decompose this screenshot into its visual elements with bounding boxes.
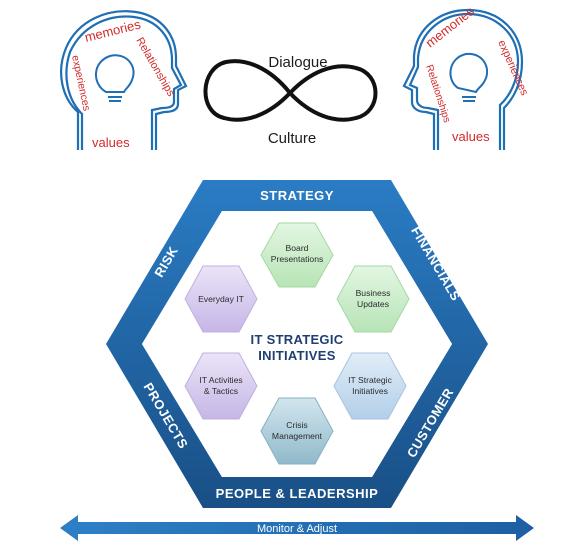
right-memories-label: memories bbox=[423, 3, 478, 50]
left-experiences-label: experiences bbox=[69, 54, 93, 112]
hex-board-presentations-shape bbox=[260, 222, 334, 288]
left-head-outline-inner bbox=[65, 15, 183, 150]
hex-crisis-management-line1: Crisis bbox=[286, 420, 307, 430]
left-lightbulb-icon bbox=[95, 54, 135, 102]
edge-label-strategy: STRATEGY bbox=[260, 188, 334, 203]
monitor-adjust-arrow: Monitor & Adjust bbox=[60, 515, 534, 541]
hex-crisis-management-shape bbox=[260, 397, 334, 465]
right-head-outline-inner bbox=[408, 12, 520, 150]
hex-everyday-it: Everyday IT bbox=[184, 265, 258, 333]
hex-everyday-it-line1: Everyday IT bbox=[198, 294, 245, 304]
hex-everyday-it-shape bbox=[184, 265, 258, 333]
hex-it-strategic-initiatives-shape bbox=[333, 352, 407, 420]
dialogue-label: Dialogue bbox=[268, 54, 327, 71]
center-label-line2: INITIATIVES bbox=[258, 348, 335, 363]
left-head: memories Relationships experiences value… bbox=[60, 10, 188, 150]
hex-it-activities-tactics: IT Activities & Tactics bbox=[184, 352, 258, 420]
hex-crisis-management: Crisis Management bbox=[260, 397, 334, 465]
hex-it-strategic-initiatives-line1: IT Strategic bbox=[348, 375, 392, 385]
infinity-icon bbox=[203, 59, 378, 122]
hex-board-presentations: Board Presentations bbox=[260, 222, 334, 288]
hex-board-presentations-line2: Presentations bbox=[271, 254, 324, 264]
center-label-line1: IT STRATEGIC bbox=[251, 332, 344, 347]
left-head-outline bbox=[60, 10, 188, 150]
right-head-outline bbox=[402, 8, 524, 150]
right-values-label: values bbox=[452, 129, 490, 144]
right-lightbulb-icon bbox=[449, 52, 489, 102]
monitor-adjust-label: Monitor & Adjust bbox=[257, 523, 337, 535]
hex-it-activities-tactics-line2: & Tactics bbox=[204, 386, 238, 396]
double-arrow-icon bbox=[60, 515, 534, 541]
hex-crisis-management-line2: Management bbox=[272, 431, 323, 441]
infinity-loop: Dialogue Culture bbox=[203, 54, 378, 147]
hex-it-activities-tactics-line1: IT Activities bbox=[199, 375, 242, 385]
hex-it-activities-tactics-shape bbox=[184, 352, 258, 420]
hex-it-strategic-initiatives-line2: Initiatives bbox=[352, 386, 388, 396]
left-values-label: values bbox=[92, 135, 130, 150]
hex-business-updates-shape bbox=[336, 265, 410, 333]
hex-it-strategic-initiatives: IT Strategic Initiatives bbox=[333, 352, 407, 420]
hex-business-updates: Business Updates bbox=[336, 265, 410, 333]
edge-label-people-leadership: PEOPLE & LEADERSHIP bbox=[216, 486, 379, 501]
right-head: memories experiences Relationships value… bbox=[402, 3, 531, 150]
hex-board-presentations-line1: Board bbox=[286, 243, 309, 253]
culture-label: Culture bbox=[268, 130, 316, 147]
hex-business-updates-line2: Updates bbox=[357, 299, 389, 309]
hex-business-updates-line1: Business bbox=[356, 288, 391, 298]
strategy-hexagon: STRATEGY FINANCIALS CUSTOMER PEOPLE & LE… bbox=[106, 180, 488, 508]
